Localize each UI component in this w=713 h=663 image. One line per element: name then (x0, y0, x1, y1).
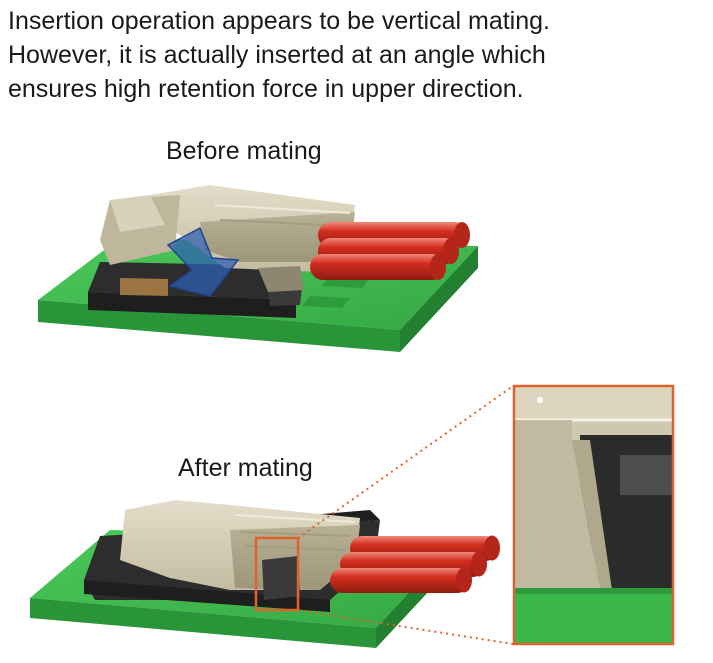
intro-text: Insertion operation appears to be vertic… (8, 4, 708, 106)
callout-leader-bottom (297, 609, 514, 645)
after-mating-scene (30, 385, 514, 648)
wire-3 (310, 254, 445, 280)
before-mating-scene (38, 185, 478, 352)
after-mating-label: After mating (178, 454, 313, 482)
insertion-arrow-icon (166, 226, 240, 297)
intro-line-3: ensures high retention force in upper di… (8, 75, 524, 103)
before-mating-label: Before mating (166, 137, 322, 165)
red-wires (310, 222, 470, 280)
plug-housing-after (120, 500, 360, 600)
intro-line-2: However, it is actually inserted at an a… (8, 41, 546, 69)
zoom-detail (512, 384, 675, 646)
callout-leader-top (297, 385, 514, 539)
intro-line-1: Insertion operation appears to be vertic… (8, 7, 550, 35)
red-wires-after (330, 535, 500, 593)
zoom-frame (512, 384, 675, 646)
callout-source-box (254, 536, 300, 612)
